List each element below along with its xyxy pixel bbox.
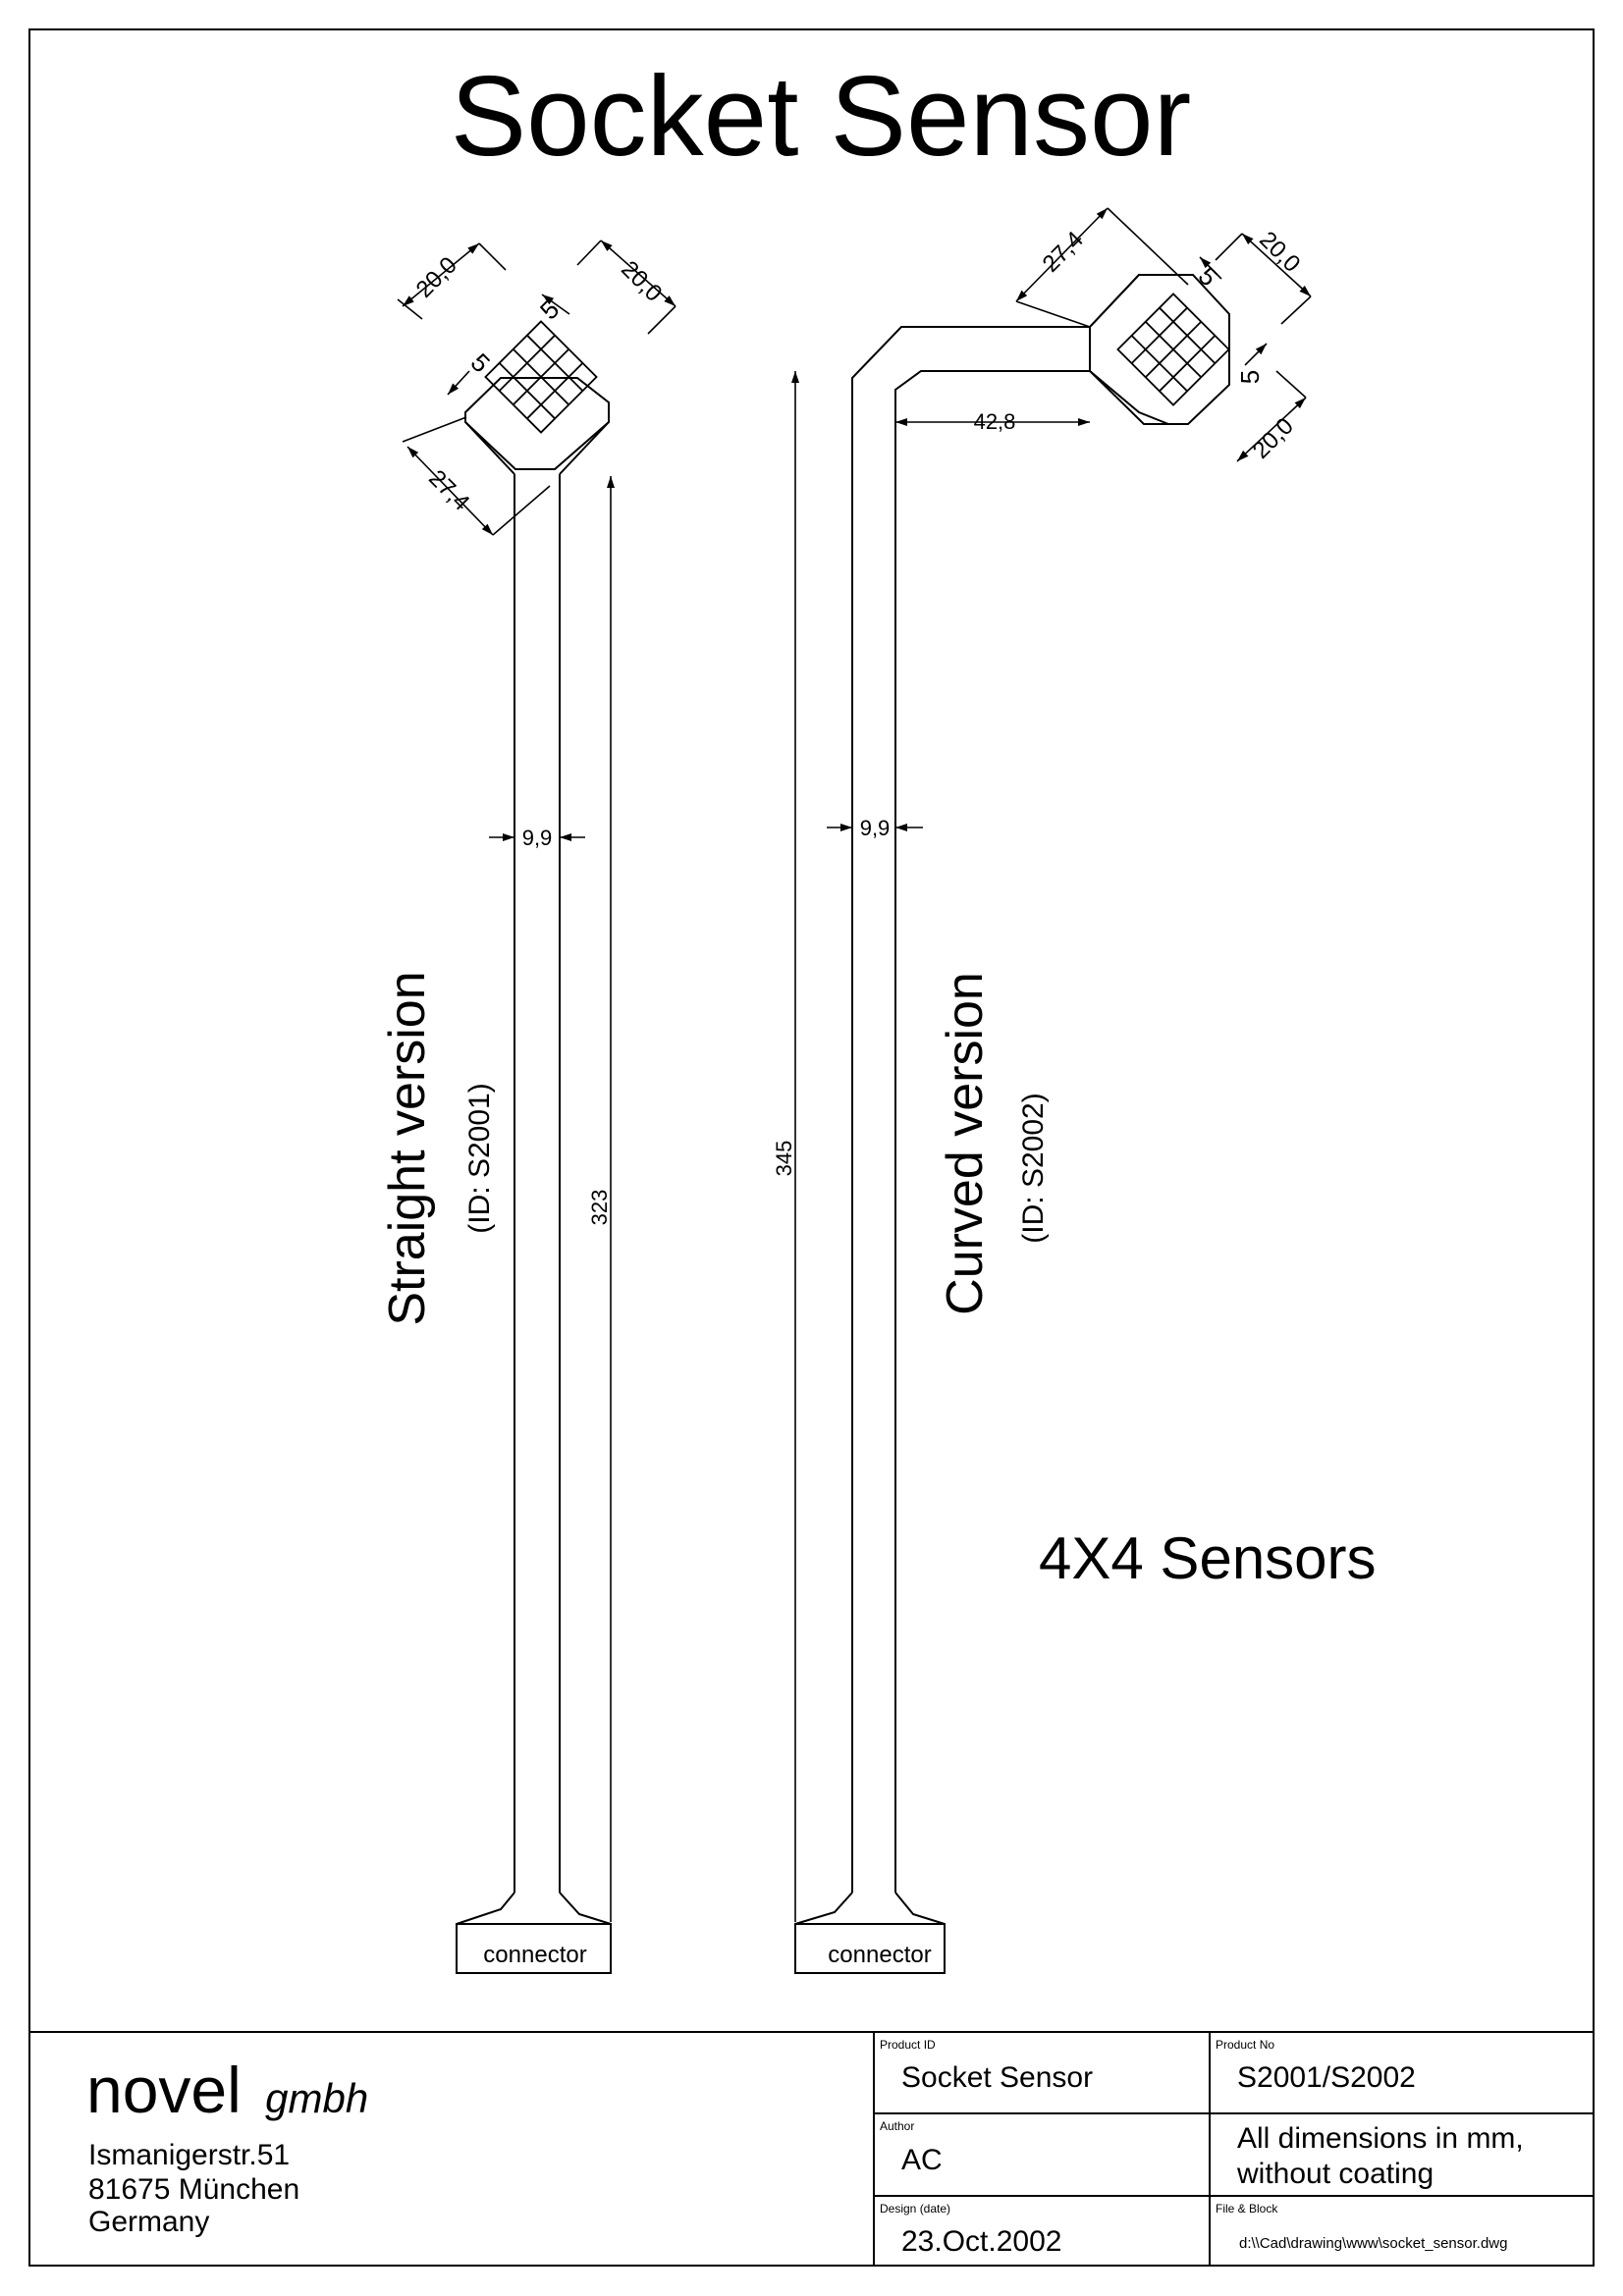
curved-sensor [794,274,1230,1974]
sensors-note: 4X4 Sensors [1039,1525,1377,1591]
curved-stem-outer [851,274,1168,1893]
company-suffix: gmbh [265,2075,368,2121]
design-date-value: 23.Oct.2002 [901,2225,1061,2258]
product-id-value: Socket Sensor [901,2061,1093,2094]
drawing-frame [28,28,1595,2267]
straight-connector [456,1923,612,1974]
curved-sensor-grid [1116,293,1230,406]
straight-dim-length: 323 [587,1190,612,1226]
file-path: d:\\Cad\drawing\www\socket_sensor.dwg [1239,2235,1507,2252]
straight-sensor-grid [484,320,598,434]
curved-dim-head: 27,4 [1038,227,1089,278]
curved-connector-label: connector [828,1942,931,1968]
straight-dim-diag-a: 20,0 [411,252,462,303]
company-address-city: 81675 München [88,2173,299,2206]
curved-dim-width: 9,9 [860,816,891,840]
remark-line-2: without coating [1236,2158,1434,2190]
author-value: AC [901,2144,943,2176]
product-no-caption: Product No [1216,2038,1274,2052]
remark-line-1: All dimensions in mm, [1237,2122,1524,2155]
straight-dim-pitch-b: 5 [465,347,496,378]
curved-dim-length: 345 [772,1141,796,1177]
straight-sensor-head [464,377,610,470]
curved-dim-diag-b: 20,0 [1248,413,1299,464]
company-address-street: Ismanigerstr.51 [88,2139,290,2171]
product-id-caption: Product ID [880,2038,936,2052]
curved-dim-pitch-b: 5 [1235,370,1265,384]
curved-version-id: (ID: S2002) [1017,1093,1050,1243]
straight-version-label: Straight version [379,971,436,1325]
curved-dim-offset: 42,8 [974,409,1016,434]
straight-dim-diag-b: 20,0 [616,256,667,307]
curved-connector [794,1923,946,1974]
drawing-title: Socket Sensor [451,52,1191,180]
file-caption: File & Block [1216,2202,1278,2216]
straight-sensor [456,320,612,1974]
company-name: novel gmbh [86,2054,368,2126]
curved-dim-diag-a: 20,0 [1254,227,1305,278]
product-no-value: S2001/S2002 [1237,2061,1416,2094]
curved-sensor-head [1089,274,1230,425]
straight-connector-label: connector [483,1942,586,1968]
title-block [29,2031,1594,2266]
straight-version-id: (ID: S2001) [463,1083,496,1233]
design-date-caption: Design (date) [880,2202,950,2216]
curved-stem-inner [894,370,1169,1893]
straight-dim-width: 9,9 [522,826,553,850]
author-caption: Author [880,2119,914,2133]
curved-version-label: Curved version [937,972,994,1315]
company-address-country: Germany [88,2206,209,2238]
